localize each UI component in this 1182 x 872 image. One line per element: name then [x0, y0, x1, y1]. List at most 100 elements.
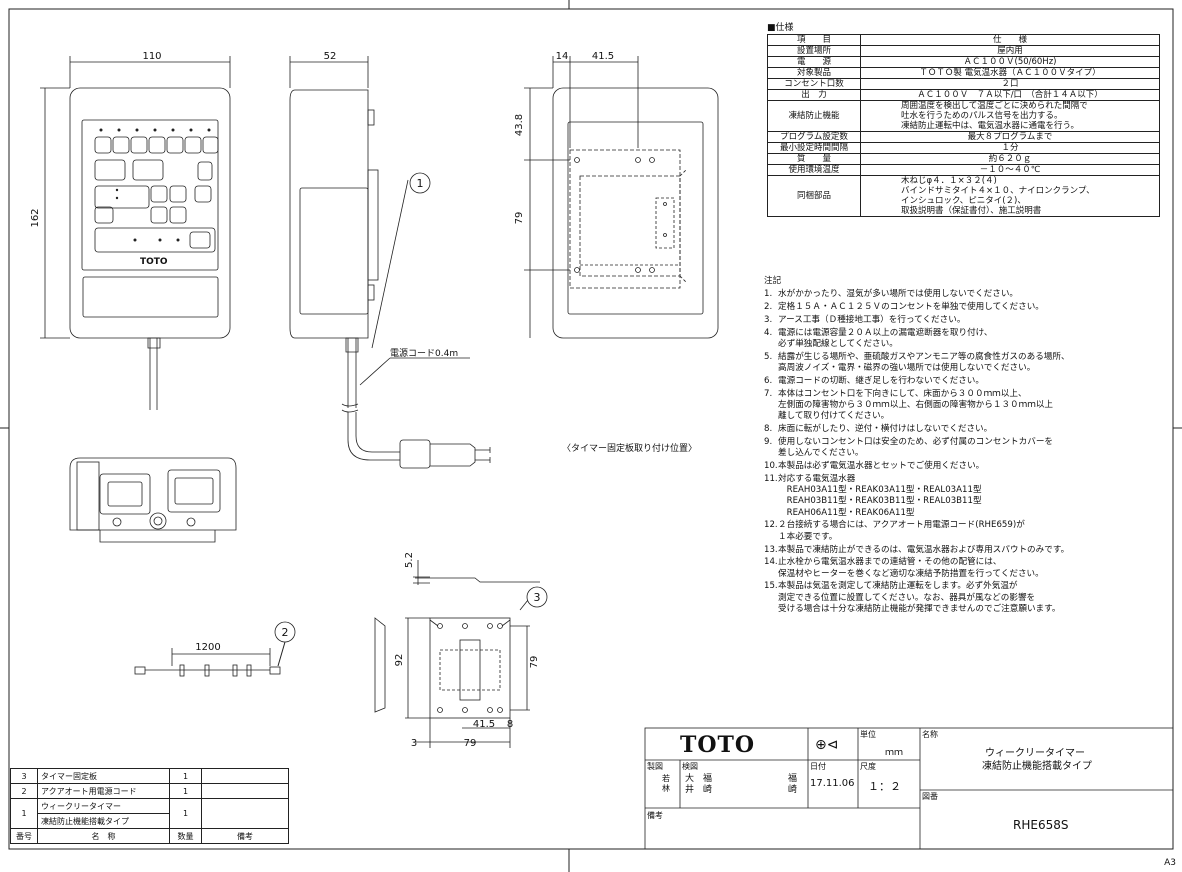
spec-value: ２口 — [860, 78, 1160, 90]
parts-row: 2 アクアオート用電源コード 1 — [10, 783, 289, 799]
spec-value: ＴＯＴＯ製 電気温水器（ＡＣ１００Ｖタイプ） — [860, 67, 1160, 79]
bottom-view — [69, 457, 237, 543]
rear-view — [552, 87, 719, 339]
spec-key: プログラム設定数 — [767, 131, 861, 143]
checkers: 大 福 井 崎 — [685, 774, 713, 795]
parts-row: 3 タイマー固定板 1 — [10, 768, 289, 784]
note-text: ２台接続する場合には、アクアオート用電源コード(RHE659)が １本必要です。 — [778, 520, 1025, 542]
spec-value: 屋内用 — [860, 45, 1160, 57]
note-item: 4. 電源には電源容量２０Ａ以上の漏電遮断器を取り付け、 必ず単独配線としてくださ… — [764, 328, 1179, 351]
spec-key: 最小設定時間間隔 — [767, 142, 861, 154]
note-number: 10. — [764, 460, 778, 471]
note-item: 7. 本体はコンセント口を下向きにして、床面から３００ｍｍ以上、 左側面の障害物か… — [764, 389, 1179, 423]
dim-side-depth — [289, 56, 369, 88]
spec-key: 出 力 — [767, 89, 861, 101]
drafter: 若 林 — [662, 774, 670, 793]
note-text: 水がかかったり、湿気が多い場所では使用しないでください。 — [778, 289, 1019, 300]
spec-value: １分 — [860, 142, 1160, 154]
parts-header-row: 番号 名 称 数量 備考 — [10, 828, 289, 844]
product-name-1: ウィークリータイマー — [985, 748, 1085, 759]
note-text: 使用しないコンセント口は安全のため、必ず付属のコンセントカバーを 差し込んでくだ… — [778, 436, 1054, 459]
note-item: 8. 床面に転がしたり、逆付・横付けはしないでください。 — [764, 424, 1179, 435]
note-text: 本製品で凍結防止ができるのは、電気温水器および専用スパウトのみです。 — [778, 544, 1070, 555]
note-item: 14.止水栓から電気温水器までの連結管・その他の配管には、 保温材やヒーターを巻… — [764, 557, 1179, 580]
note-number: 11. — [764, 473, 778, 484]
note-item: 12.２台接続する場合には、アクアオート用電源コード(RHE659)が １本必要… — [764, 520, 1179, 543]
note-number: 13. — [764, 544, 778, 555]
note-text: 電源コードの切断、継ぎ足しを行わないでください。 — [778, 375, 984, 386]
scale: １：２ — [868, 780, 901, 793]
dim-front-height — [40, 87, 70, 339]
spec-key: 対象製品 — [767, 67, 861, 79]
spec-value: 最大８プログラムまで — [860, 131, 1160, 143]
toto-logo: TOTO — [680, 732, 756, 758]
title-block-lines — [644, 727, 1174, 850]
projection-symbol-icon: ⊕⊲ — [815, 737, 839, 753]
note-item: 2.定格１５Ａ・ＡＣ１２５Ｖのコンセントを単独で使用してください。 — [764, 302, 1179, 313]
sheet-border — [8, 8, 1174, 850]
note-number: 8. — [764, 424, 773, 435]
note-number: 5. — [764, 351, 773, 362]
dim-front-width — [69, 56, 231, 88]
svg-text:2: 2 — [282, 626, 289, 639]
svg-text:1: 1 — [417, 177, 424, 190]
spec-row: 質 量約６２０ｇ — [767, 153, 1160, 165]
spec-value: －１０～４０℃ — [860, 164, 1160, 176]
note-number: 1. — [764, 289, 773, 300]
plate-drawing — [374, 577, 540, 719]
note-item: 3.アース工事（Ｄ種接地工事）を行ってください。 — [764, 315, 1179, 326]
dim-92: 92 — [394, 654, 405, 667]
note-text: 本製品は必ず電気温水器とセットでご使用ください。 — [778, 460, 985, 471]
spec-key: 使用環境温度 — [767, 164, 861, 176]
callout-1 — [409, 172, 431, 194]
spec-key: コンセント口数 — [767, 78, 861, 90]
spec-title: ■仕様 — [767, 23, 794, 33]
note-text: 本製品は気温を測定して凍結防止運転をします。必ず外気温が 測定できる位置に設置し… — [778, 581, 1061, 615]
dim-5-2: 5.2 — [404, 552, 415, 568]
cord-label: 電源コード0.4m — [390, 348, 458, 359]
product-name-2: 凍結防止機能搭載タイプ — [982, 761, 1092, 772]
side-view — [289, 89, 491, 469]
dim-8: 8 — [507, 719, 513, 730]
note-number: 4. — [764, 327, 773, 338]
note-text: 結露が生じる場所や、亜硫酸ガスやアンモニア等の腐食性ガスのある場所、 高周波ノイ… — [778, 351, 1070, 374]
note-item: 1. 水がかかったり、湿気が多い場所では使用しないでください。 — [764, 289, 1179, 300]
notes-list: 1. 水がかかったり、湿気が多い場所では使用しないでください。 2.定格１５Ａ・ＡＣ… — [764, 289, 1179, 615]
dim-rear-79: 79 — [514, 212, 525, 225]
note-text: 床面に転がしたり、逆付・横付けはしないでください。 — [778, 424, 993, 435]
parts-table: 3 タイマー固定板 1 2 アクアオート用電源コード 1 1 ウィークリータイマ… — [10, 768, 289, 844]
dim-110: 110 — [142, 51, 161, 62]
note-number: 15. — [764, 581, 778, 592]
note-number: 6. — [764, 375, 773, 386]
mount-label: 〈タイマー固定板取り付け位置〉 — [562, 442, 697, 454]
spec-value: ＡＣ１００Ｖ(50/60Hz) — [860, 56, 1160, 68]
spec-row: プログラム設定数最大８プログラムまで — [767, 131, 1160, 143]
cord-drawing — [134, 664, 281, 677]
note-text: 電源には電源容量２０Ａ以上の漏電遮断器を取り付け、 必ず単独配線としてください。 — [778, 327, 993, 349]
spec-row: 使用環境温度－１０～４０℃ — [767, 164, 1160, 176]
spec-key: 凍結防止機能 — [767, 100, 861, 132]
dim-1200: 1200 — [195, 642, 220, 653]
note-number: 7. — [764, 388, 773, 399]
dim-14: 14 — [556, 51, 569, 62]
spec-row: 同梱部品木ねじφ４．１×３２(４) バインドサミタイト４×１０、ナイロンクランプ… — [767, 175, 1160, 217]
note-item: 13.本製品で凍結防止ができるのは、電気温水器および専用スパウトのみです。 — [764, 545, 1179, 556]
note-item: 11.対応する電気温水器 REAH03A11型・REAK03A11型・REAL0… — [764, 474, 1179, 519]
dim-plate-79: 79 — [529, 656, 540, 669]
dim-plate-79b: 79 — [464, 738, 477, 749]
note-item: 10.本製品は必ず電気温水器とセットでご使用ください。 — [764, 461, 1179, 472]
note-item: 6. 電源コードの切断、継ぎ足しを行わないでください。 — [764, 376, 1179, 387]
spec-key: 同梱部品 — [767, 175, 861, 217]
notes-section: 注記 1.水がかかったり、湿気が多い場所では使用しないでください。2.定格１５Ａ… — [764, 276, 1179, 617]
parts-row: 1 ウィークリータイマー 1 — [10, 798, 289, 829]
note-text: 止水栓から電気温水器までの連結管・その他の配管には、 保温材やヒーターを巻くなど… — [778, 557, 1044, 579]
note-number: 3. — [764, 314, 773, 325]
spec-value: 木ねじφ４．１×３２(４) バインドサミタイト４×１０、ナイロンクランプ、 イン… — [860, 175, 1160, 217]
spec-key: 設置場所 — [767, 45, 861, 57]
spec-row: 設置場所屋内用 — [767, 45, 1160, 57]
note-text: 本体はコンセント口を下向きにして、床面から３００ｍｍ以上、 左側面の障害物から３… — [778, 388, 1054, 422]
